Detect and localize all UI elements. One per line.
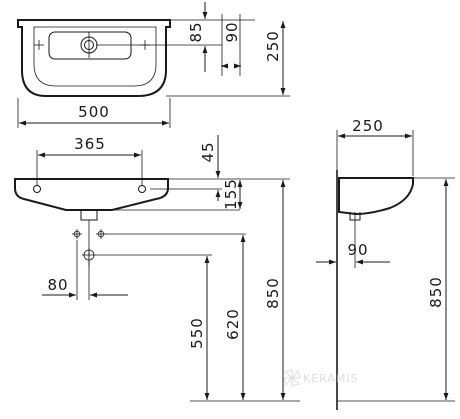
basin-front-outline: [14, 178, 169, 211]
basin-side-outline: [338, 177, 414, 216]
pinwheel-icon: [283, 369, 301, 387]
dim-width-500: 500: [78, 103, 110, 121]
dim-waste-offset-80: 80: [47, 276, 68, 294]
dim-top-offset-45: 45: [199, 141, 217, 162]
tap-deck: [48, 31, 132, 60]
dim-tap-offset-85: 85: [187, 21, 205, 42]
basin-top-outline: [17, 19, 171, 97]
dim-trap-offset-90: 90: [347, 241, 368, 259]
dim-depth-250: 250: [264, 30, 282, 62]
watermark-text: KERAMIS: [303, 372, 359, 385]
watermark: KERAMIS: [283, 369, 359, 387]
fixing-cross-left-icon: [34, 40, 44, 50]
dim-tap-hole-90: 90: [223, 21, 241, 42]
waste-connection-icon: [82, 248, 96, 262]
side-view: 250 90 850: [316, 117, 455, 410]
supply-left-icon: [72, 229, 82, 239]
dim-supply-height-620: 620: [224, 308, 242, 340]
dim-fixing-365: 365: [74, 135, 106, 153]
dim-waste-height-550: 550: [188, 317, 206, 349]
waste-outlet: [80, 209, 98, 221]
supply-right-icon: [96, 229, 106, 239]
fixing-hole-right-icon: [138, 185, 146, 193]
fixing-hole-left-icon: [33, 185, 41, 193]
basin-top-bowl: [33, 26, 157, 87]
dim-rim-height-850: 850: [264, 277, 282, 309]
dim-projection-250: 250: [352, 117, 384, 135]
front-view: 365 45 155: [14, 135, 300, 402]
dim-side-rim-height-850: 850: [427, 276, 445, 308]
top-view: 500 85 90 250: [17, 2, 290, 128]
dim-bowl-155: 155: [222, 178, 240, 210]
